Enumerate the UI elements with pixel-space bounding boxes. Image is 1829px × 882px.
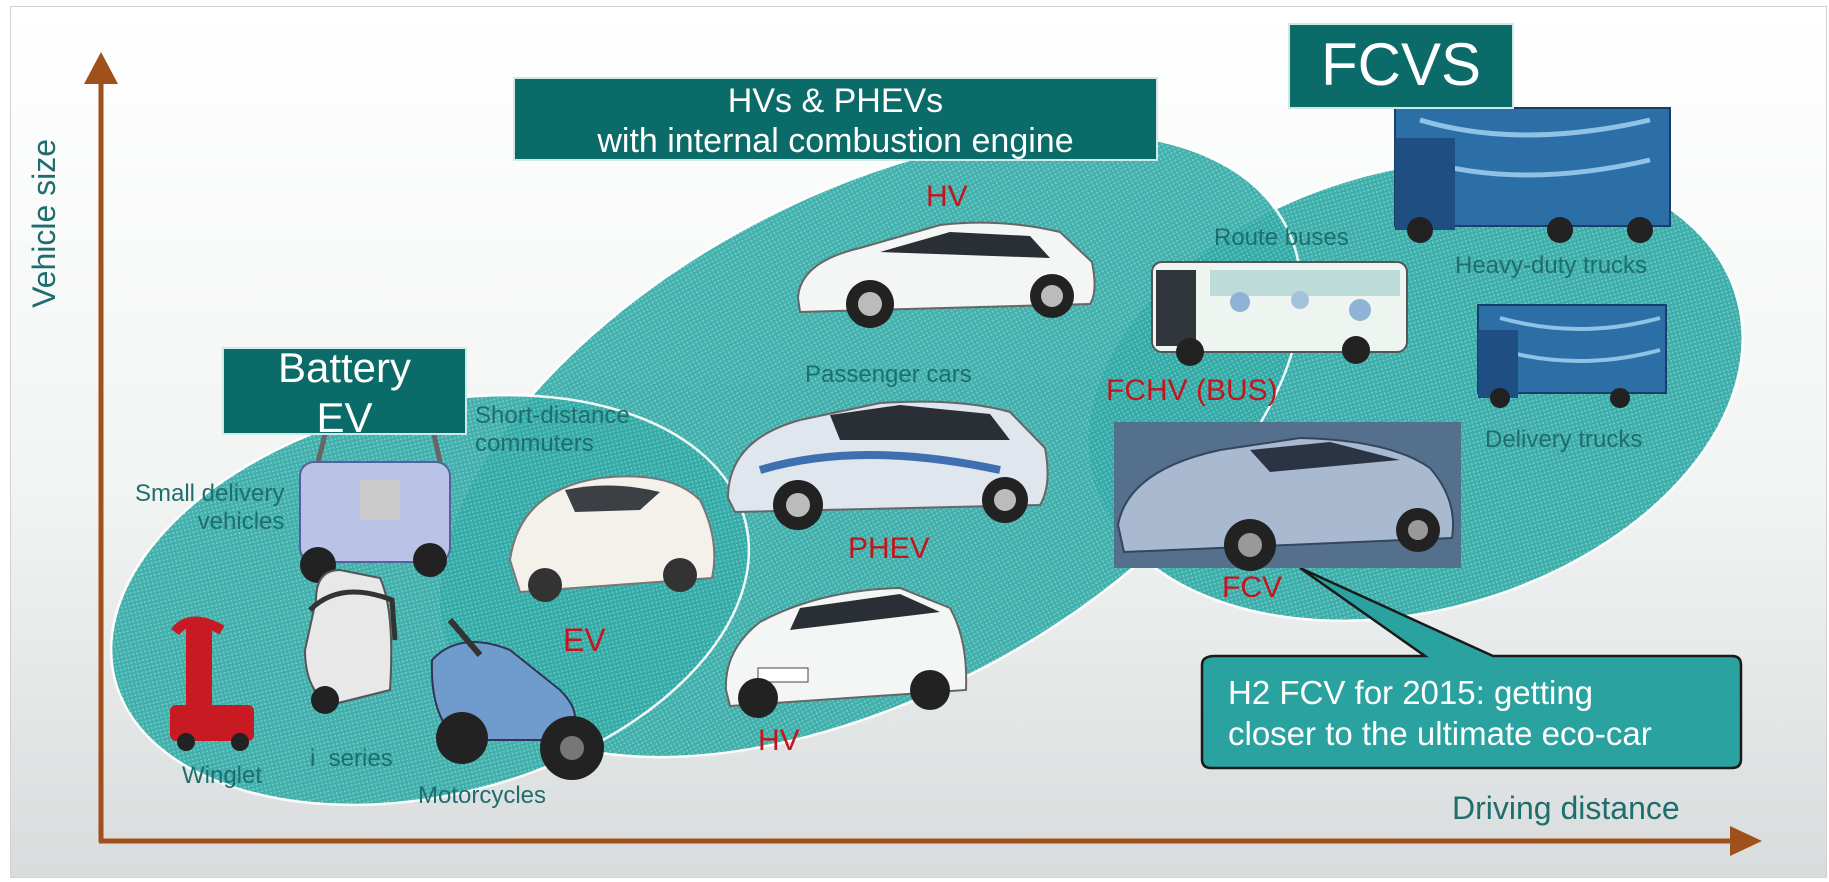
battery-ev-title: Battery EV: [277, 347, 412, 435]
ev-car-image: [508, 475, 716, 602]
ev-label: EV: [563, 622, 606, 658]
short-distance-label: Short-distance commuters: [475, 402, 630, 457]
i-series-label: i series: [310, 745, 393, 772]
x-axis-label: Driving distance: [1452, 790, 1680, 826]
fcvs-title: FCVS: [1320, 31, 1482, 98]
callout-bubble: [1200, 566, 1743, 770]
route-bus-image: [1151, 261, 1408, 366]
hv-phev-title: HVs & PHEVs with internal combustion eng…: [597, 82, 1074, 160]
i-series-image: [303, 568, 398, 714]
hv-car-image: [796, 221, 1096, 328]
fcvs-title-box: FCVS: [1288, 23, 1514, 109]
motorcycle-image: [430, 618, 604, 780]
y-axis-arrowhead: [84, 52, 118, 84]
passenger-cars-label: Passenger cars: [805, 361, 972, 388]
fcv-car-image: [1114, 422, 1461, 571]
phev-label: PHEV: [848, 532, 930, 565]
hv-bottom-label: HV: [758, 724, 800, 757]
battery-ev-title-box: Battery EV: [222, 347, 467, 435]
route-buses-label: Route buses: [1214, 224, 1349, 251]
y-axis-label: Vehicle size: [26, 138, 63, 308]
callout-text: H2 FCV for 2015: getting closer to the u…: [1228, 674, 1652, 753]
winglet-image: [170, 616, 254, 751]
motorcycles-label: Motorcycles: [418, 782, 547, 809]
hv-top-label: HV: [926, 180, 968, 213]
small-delivery-label: Small delivery vehicles: [135, 480, 285, 535]
hv-phev-title-box: HVs & PHEVs with internal combustion eng…: [513, 77, 1158, 161]
heavy-duty-label: Heavy-duty trucks: [1455, 252, 1648, 279]
delivery-trucks-label: Delivery trucks: [1485, 426, 1643, 453]
x-axis-arrowhead: [1730, 826, 1762, 856]
fcv-label: FCV: [1222, 571, 1282, 604]
winglet-label: Winglet: [182, 762, 263, 789]
hv-hatchback-image: [724, 586, 968, 718]
heavy-duty-truck-image: [1394, 107, 1671, 243]
delivery-truck-image: [1477, 304, 1667, 408]
fchv-bus-label: FCHV (BUS): [1106, 374, 1278, 407]
phev-car-image: [726, 400, 1049, 530]
